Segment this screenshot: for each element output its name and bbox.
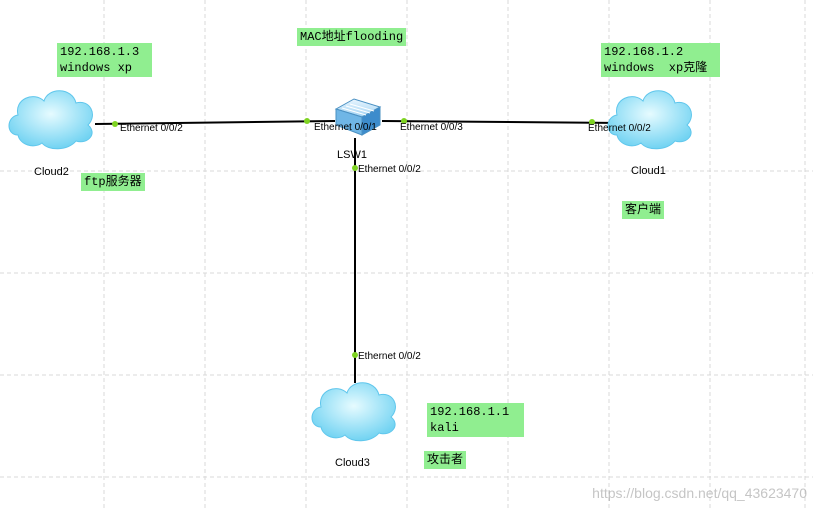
port-label-cloud3: Ethernet 0/0/2 [358, 351, 421, 362]
cloud2-ip: 192.168.1.3 [60, 45, 140, 59]
cloud1-icon[interactable] [607, 90, 692, 150]
cloud1-role-note: 客户端 [622, 201, 665, 219]
cloud3-role-note: 攻击者 [424, 451, 467, 469]
link-cloud2-switch[interactable] [94, 120, 336, 125]
watermark: https://blog.csdn.net/qq_43623470 [592, 485, 807, 501]
cloud1-ip: 192.168.1.2 [604, 45, 684, 59]
port-dot-cloud3[interactable] [352, 352, 358, 358]
cloud3-ip: 192.168.1.1 [430, 405, 510, 419]
title-note: MAC地址flooding [297, 28, 407, 46]
cloud2-role: ftp服务器 [84, 175, 142, 189]
cloud3-os: kali [430, 421, 459, 435]
cloud1-info-note: 192.168.1.2 windows xp克隆 [601, 43, 720, 77]
port-label-cloud2: Ethernet 0/0/2 [120, 123, 183, 134]
cloud3-icon[interactable] [311, 382, 396, 442]
cloud3-role: 攻击者 [427, 453, 464, 467]
link-switch-cloud1[interactable] [381, 120, 623, 124]
cloud2-role-note: ftp服务器 [81, 173, 145, 191]
cloud2-os: windows xp [60, 61, 133, 75]
port-dot-sw-1[interactable] [304, 118, 310, 124]
cloud2-info-note: 192.168.1.3 windows xp [57, 43, 152, 77]
port-label-sw-2: Ethernet 0/0/2 [358, 164, 421, 175]
port-label-sw-1: Ethernet 0/0/1 [314, 122, 377, 133]
port-label-sw-3: Ethernet 0/0/3 [400, 122, 463, 133]
port-dot-sw-2[interactable] [352, 165, 358, 171]
title-note-text: MAC地址flooding [300, 30, 404, 44]
port-dot-sw-3[interactable] [401, 118, 407, 124]
port-label-cloud1: Ethernet 0/0/2 [588, 123, 651, 134]
port-dot-cloud2[interactable] [112, 121, 118, 127]
device-name-switch: LSW1 [337, 149, 367, 161]
port-dots [112, 118, 595, 358]
cloud3-info-note: 192.168.1.1 kali [427, 403, 524, 437]
links [94, 120, 623, 383]
device-name-cloud3: Cloud3 [335, 457, 370, 469]
device-name-cloud1: Cloud1 [631, 165, 666, 177]
switch-icon[interactable] [334, 98, 382, 136]
cloud2-icon[interactable] [8, 90, 93, 150]
device-name-cloud2: Cloud2 [34, 166, 69, 178]
cloud1-os: windows xp克隆 [604, 61, 708, 75]
port-dot-cloud1[interactable] [589, 119, 595, 125]
cloud1-role: 客户端 [625, 203, 662, 217]
